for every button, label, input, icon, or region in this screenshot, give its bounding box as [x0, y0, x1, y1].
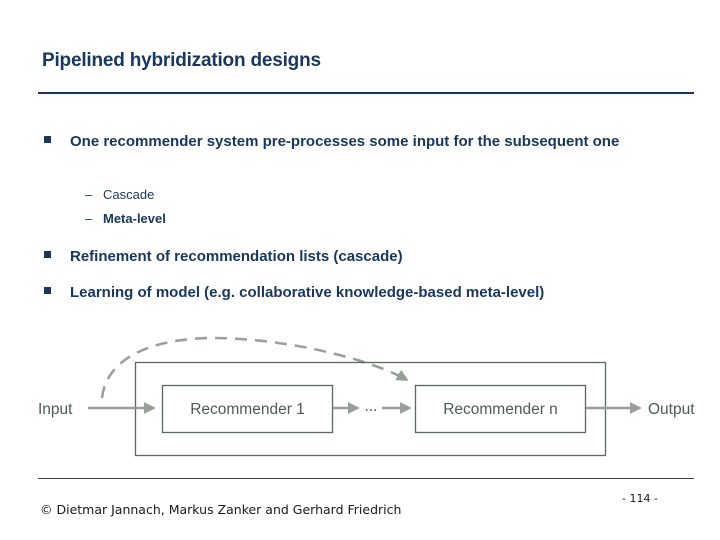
bullet-text: Learning of model (e.g. collaborative kn…	[70, 284, 545, 301]
dash-bullet-icon: –	[85, 211, 93, 226]
square-bullet-icon	[44, 251, 51, 258]
recommender-1-box	[161, 384, 334, 434]
recommender-n-label: Recommender n	[443, 401, 558, 418]
dots-label: ...	[365, 398, 378, 415]
recommender-1-label: Recommender 1	[190, 401, 305, 418]
bullet-text: Refinement of recommendation lists (casc…	[70, 248, 403, 265]
footer-copyright: © Dietmar Jannach, Markus Zanker and Ger…	[40, 502, 402, 517]
page-number: - 114 -	[622, 492, 658, 505]
page-title: Pipelined hybridization designs	[42, 50, 321, 71]
dash-bullet-icon: –	[85, 187, 93, 202]
bullet-item-learning: Learning of model (e.g. collaborative kn…	[44, 280, 674, 305]
pipeline-diagram: Input Recommender 1 ... Recommender n Ou…	[38, 336, 695, 457]
bullet-item-refinement: Refinement of recommendation lists (casc…	[44, 244, 674, 269]
sub-bullet-label: Meta-level	[103, 211, 166, 226]
input-label: Input	[38, 401, 73, 418]
sub-bullet-cascade: – Cascade	[85, 187, 154, 202]
sub-bullet-meta-level: – Meta-level	[85, 211, 166, 226]
title-divider	[38, 92, 694, 94]
bullet-text: One recommender system pre-processes som…	[70, 133, 620, 150]
output-label: Output	[648, 401, 695, 418]
square-bullet-icon	[44, 136, 51, 143]
bullet-item-preprocess: One recommender system pre-processes som…	[44, 129, 674, 154]
sub-bullet-label: Cascade	[103, 187, 155, 202]
square-bullet-icon	[44, 287, 51, 294]
footer-divider	[38, 478, 694, 479]
recommender-n-box	[414, 384, 587, 434]
dashed-feedback-arrow	[100, 336, 409, 399]
